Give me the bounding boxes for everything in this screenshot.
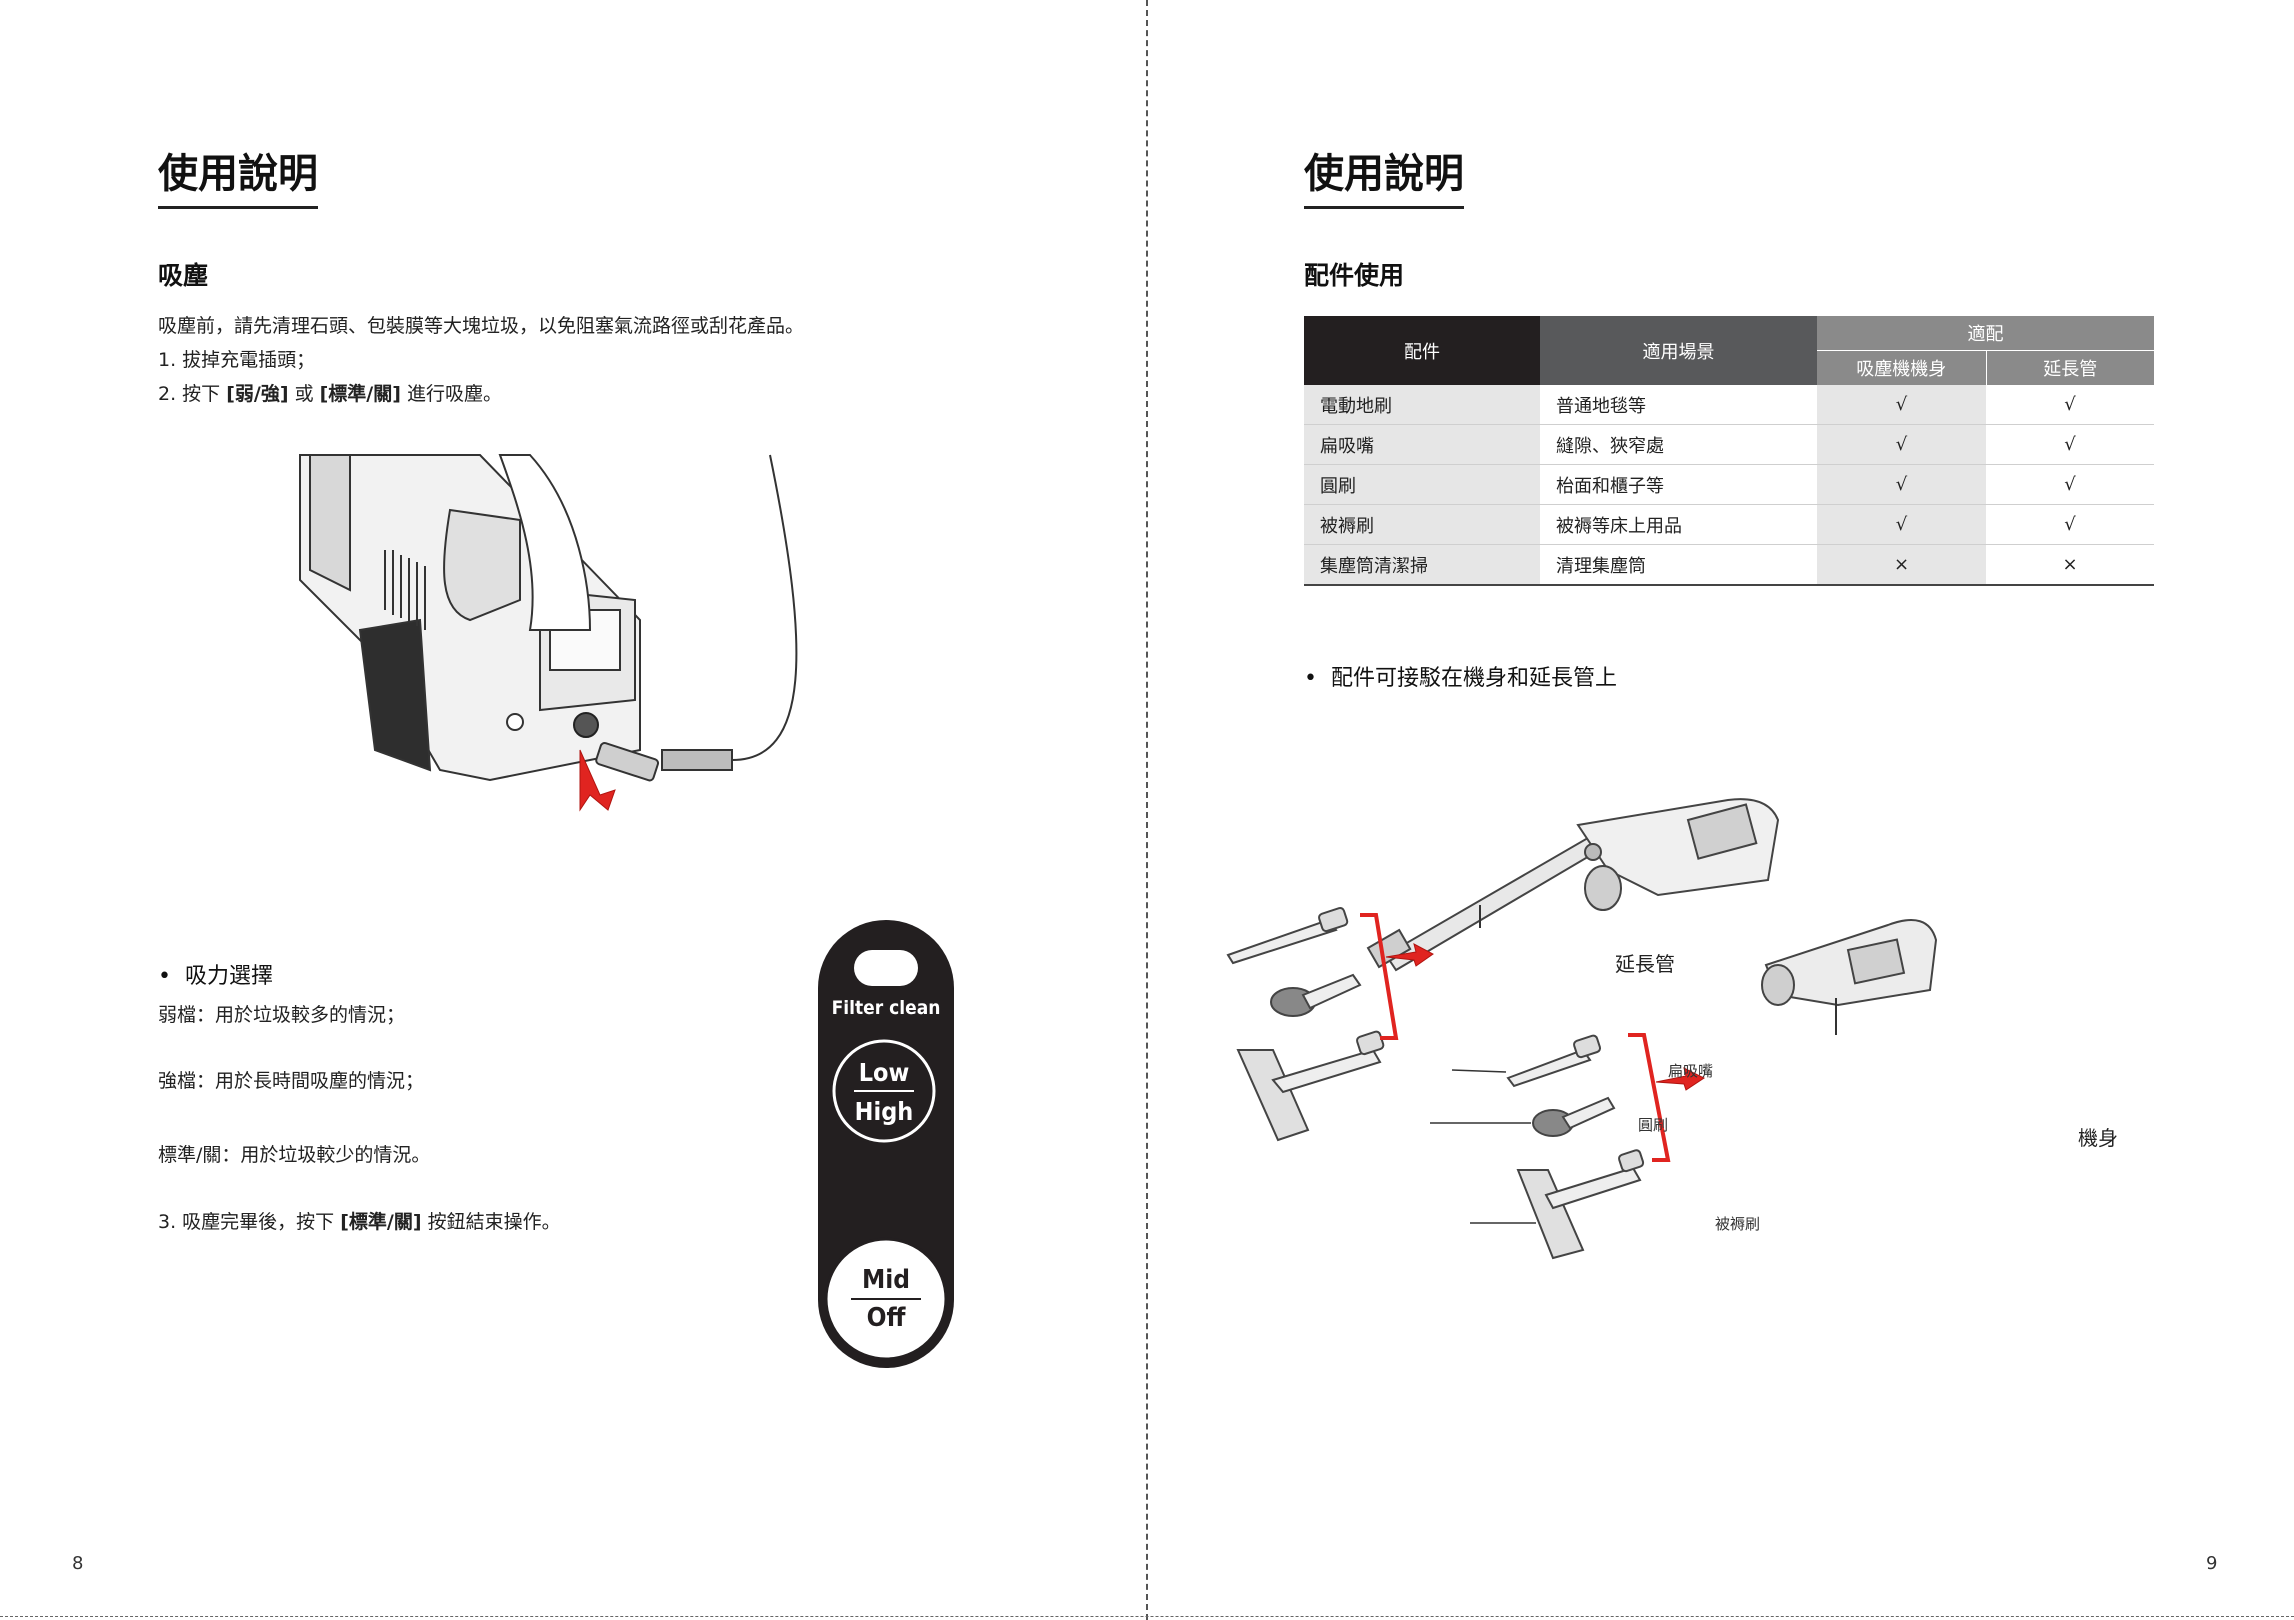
- cell-scene: 普通地毯等: [1540, 385, 1817, 425]
- header-accessory: 配件: [1304, 316, 1540, 385]
- intro-line: 吸塵前，請先清理石頭、包裝膜等大塊垃圾，以免阻塞氣流路徑或刮花產品。: [158, 315, 805, 337]
- cell-accessory: 電動地刷: [1304, 385, 1540, 425]
- page-number: 9: [2206, 1553, 2218, 1574]
- mode-weak: 弱檔：用於垃圾較多的情況；: [158, 1004, 406, 1026]
- label-bed-brush: 被褥刷: [1715, 1215, 1761, 1233]
- mode-standard: 標準/關：用於垃圾較少的情況。: [158, 1144, 431, 1166]
- step-2: 2. 按下 [弱/強] 或 [標準/關] 進行吸塵。: [158, 377, 1058, 411]
- cell-tube: √: [1986, 504, 2154, 545]
- control-panel: Filter clean Low High Mid Off: [818, 920, 954, 1368]
- step-3: 3. 吸塵完畢後，按下 [標準/關] 按鈕結束操作。: [158, 1205, 561, 1239]
- cell-scene: 被褥等床上用品: [1540, 504, 1817, 545]
- filter-clean-label: Filter clean: [832, 997, 941, 1019]
- accessory-table: 配件 適用場景 適配 吸塵機機身 延長管 電動地刷 普通地毯等 √ √ 扁吸嘴 …: [1304, 316, 2154, 586]
- suction-bullet: 吸力選擇: [158, 958, 273, 990]
- cell-scene: 枱面和櫃子等: [1540, 464, 1817, 505]
- cell-tube: √: [1986, 424, 2154, 465]
- cell-body: √: [1817, 464, 1986, 505]
- cell-body: √: [1817, 504, 1986, 545]
- cell-tube: ×: [1986, 544, 2154, 586]
- table-row: 圓刷 枱面和櫃子等 √ √: [1304, 464, 2154, 505]
- intro-text: 吸塵前，請先清理石頭、包裝膜等大塊垃圾，以免阻塞氣流路徑或刮花產品。 1. 拔掉…: [158, 309, 1058, 411]
- cell-tube: √: [1986, 464, 2154, 505]
- header-scene: 適用場景: [1540, 316, 1817, 385]
- step-2-suffix: 進行吸塵。: [400, 383, 502, 405]
- cell-scene: 清理集塵筒: [1540, 544, 1817, 586]
- cell-accessory: 被褥刷: [1304, 504, 1540, 545]
- label-crevice: 扁吸嘴: [1668, 1062, 1714, 1080]
- page-title: 使用說明: [1304, 150, 1464, 209]
- header-fit: 適配: [1817, 316, 2154, 351]
- table-row: 扁吸嘴 縫隙、狹窄處 √ √: [1304, 424, 2154, 465]
- step-2-key-standard-off: [標準/關]: [319, 383, 401, 405]
- left-page: 使用說明 吸塵 吸塵前，請先清理石頭、包裝膜等大塊垃圾，以免阻塞氣流路徑或刮花產…: [0, 0, 1146, 1620]
- high-label: High: [855, 1097, 914, 1126]
- cell-body: ×: [1817, 544, 1986, 586]
- step-2-key-weak-strong: [弱/強]: [226, 383, 289, 405]
- header-body: 吸塵機機身: [1817, 350, 1987, 385]
- crevice-leader-line: [1451, 1069, 1507, 1073]
- label-extension-tube: 延長管: [1615, 952, 1675, 976]
- step-3-prefix: 3. 吸塵完畢後，按下: [158, 1211, 341, 1233]
- table-row: 電動地刷 普通地毯等 √ √: [1304, 385, 2154, 425]
- low-high-button[interactable]: Low High: [832, 1039, 936, 1143]
- cell-tube: √: [1986, 385, 2154, 425]
- label-body: 機身: [2078, 1126, 2118, 1150]
- off-label: Off: [867, 1303, 907, 1333]
- unplug-illustration: [299, 454, 798, 812]
- right-page: 使用說明 配件使用 配件 適用場景 適配 吸塵機機身 延長管 電動地刷 普通地毯…: [1148, 0, 2294, 1620]
- accessory-bullet: 配件可接駁在機身和延長管上: [1304, 660, 1617, 692]
- cell-accessory: 圓刷: [1304, 464, 1540, 505]
- low-label: Low: [859, 1058, 910, 1087]
- cell-body: √: [1817, 385, 1986, 425]
- cell-body: √: [1817, 424, 1986, 465]
- step-2-prefix: 2. 按下: [158, 383, 227, 405]
- filter-indicator-light: [854, 950, 918, 986]
- section-title: 吸塵: [158, 261, 209, 290]
- section-title: 配件使用: [1304, 261, 1405, 290]
- accessory-illustration: [1226, 798, 1938, 1260]
- page-title: 使用說明: [158, 150, 318, 209]
- label-round-brush: 圓刷: [1638, 1116, 1669, 1134]
- bottom-trim-line: [0, 1616, 2294, 1617]
- step-3-suffix: 按鈕結束操作。: [421, 1211, 561, 1233]
- page-number: 8: [72, 1553, 84, 1574]
- page-divider: [1146, 0, 1148, 1620]
- mid-off-button[interactable]: Mid Off: [824, 1237, 948, 1361]
- step-1: 1. 拔掉充電插頭；: [158, 349, 316, 371]
- step-3-key: [標準/關]: [340, 1211, 422, 1233]
- mid-label: Mid: [862, 1265, 910, 1295]
- mode-strong: 強檔：用於長時間吸塵的情況；: [158, 1070, 425, 1092]
- table-row: 集塵筒清潔掃 清理集塵筒 × ×: [1304, 544, 2154, 586]
- header-tube: 延長管: [1986, 350, 2154, 385]
- step-2-or: 或: [288, 383, 320, 405]
- cell-accessory: 扁吸嘴: [1304, 424, 1540, 465]
- cell-accessory: 集塵筒清潔掃: [1304, 544, 1540, 586]
- cell-scene: 縫隙、狹窄處: [1540, 424, 1817, 465]
- table-row: 被褥刷 被褥等床上用品 √ √: [1304, 504, 2154, 545]
